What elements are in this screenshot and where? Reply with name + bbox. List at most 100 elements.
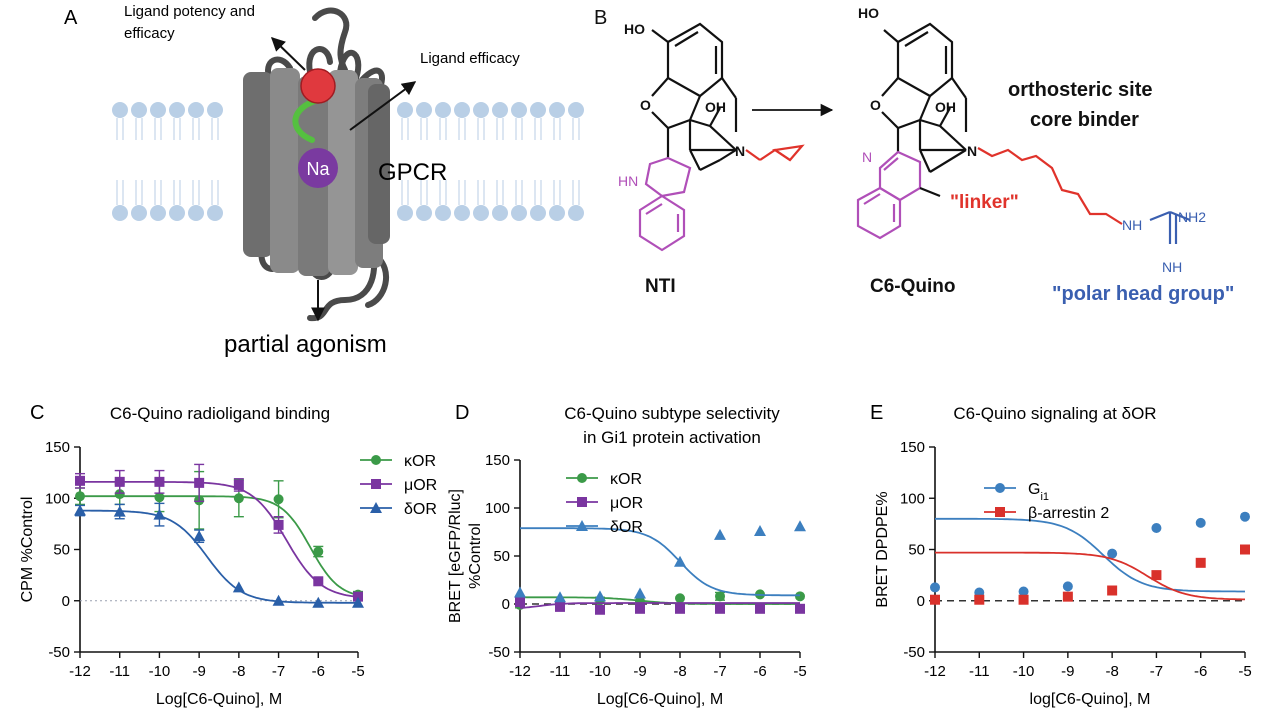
y-tick-label: 100 — [45, 490, 70, 507]
legend-marker — [576, 520, 588, 531]
potency-label-line2: efficacy — [124, 25, 175, 42]
lipid-tail — [458, 180, 466, 205]
y-tick-label: 100 — [485, 500, 510, 517]
legend-label: δOR — [404, 501, 437, 518]
data-point — [1062, 591, 1073, 602]
data-point — [312, 596, 325, 608]
lipid-tail — [439, 180, 447, 205]
data-point — [795, 603, 805, 614]
y-tick-label: 50 — [493, 548, 510, 565]
x-tick-label: -6 — [312, 663, 325, 680]
y-tick-label: 50 — [53, 542, 70, 559]
lipid-head — [188, 102, 204, 118]
nti-ho-label: HO — [624, 21, 645, 37]
data-point — [1240, 544, 1250, 555]
data-point — [514, 586, 526, 598]
data-point — [635, 603, 645, 614]
lipid-tail — [572, 180, 580, 205]
data-point — [1240, 511, 1250, 522]
c6-quino-structure — [856, 22, 1191, 244]
data-point — [313, 546, 324, 557]
x-tick-label: -7 — [272, 663, 285, 680]
lipid-head — [435, 205, 451, 221]
lipid-head — [454, 205, 470, 221]
x-tick-label: -11 — [969, 663, 990, 680]
data-point — [674, 555, 686, 567]
panel-c-letter: C — [30, 402, 44, 424]
y-tick-label: 100 — [900, 490, 925, 507]
data-point — [352, 596, 364, 608]
panel-d-letter: D — [455, 402, 469, 424]
x-tick-label: -11 — [550, 663, 571, 680]
nti-oh-label: OH — [705, 99, 726, 115]
data-point — [114, 489, 125, 500]
legend-marker — [995, 483, 1005, 493]
data-point — [1062, 581, 1073, 592]
lipid-head — [169, 205, 185, 221]
x-tick-label: -5 — [351, 663, 364, 680]
x-tick-label: -6 — [1194, 663, 1207, 680]
data-point — [555, 601, 565, 612]
y-tick-label: 50 — [908, 542, 925, 559]
y-tick-label: 150 — [45, 439, 70, 456]
x-tick-label: -8 — [673, 663, 686, 680]
efficacy-arrow — [349, 81, 417, 131]
series-1 — [930, 544, 1250, 605]
data-point — [153, 508, 166, 520]
legend-marker — [371, 455, 381, 465]
lipid-tail — [553, 180, 561, 205]
y-tick-label: 150 — [485, 452, 510, 469]
fit-curve — [935, 517, 1245, 593]
lipid-tail — [135, 118, 143, 140]
x-axis-label: Log[C6-Quino], M — [597, 691, 723, 708]
lipid-head — [169, 102, 185, 118]
lipid-head — [511, 102, 527, 118]
series-2 — [74, 502, 364, 608]
lipid-tail — [154, 180, 162, 205]
data-point — [675, 593, 685, 604]
x-tick-label: -12 — [509, 663, 531, 680]
lipid-tail — [496, 118, 504, 140]
series-0 — [930, 511, 1250, 598]
data-point — [515, 597, 525, 608]
x-tick-label: -10 — [1013, 663, 1035, 680]
x-tick-label: -9 — [1061, 663, 1074, 680]
data-point — [715, 603, 725, 614]
lipid-head — [150, 205, 166, 221]
lipid-tail — [211, 180, 219, 205]
lipid-head — [492, 102, 508, 118]
data-point — [1107, 548, 1118, 559]
x-tick-label: -11 — [109, 663, 130, 680]
x-tick-label: -7 — [713, 663, 726, 680]
sodium-label: Na — [306, 159, 330, 179]
panel-a-letter: A — [64, 7, 78, 29]
efficacy-label: Ligand efficacy — [420, 50, 520, 67]
panel-e-letter: E — [870, 402, 883, 424]
lipid-head — [207, 205, 223, 221]
c6-n-label: N — [967, 143, 977, 159]
data-point — [974, 594, 985, 605]
lipid-tail — [135, 180, 143, 205]
lipid-head — [568, 102, 584, 118]
data-point — [1151, 570, 1162, 581]
lipid-head — [568, 205, 584, 221]
sodium-ion — [298, 148, 338, 188]
x-tick-label: -12 — [924, 663, 946, 680]
nti-label: NTI — [645, 276, 676, 297]
fit-curve — [519, 602, 800, 609]
lipid-head — [131, 205, 147, 221]
lipid-tail — [192, 118, 200, 140]
legend-marker — [371, 479, 381, 489]
legend-label: Gi1 — [1028, 481, 1049, 503]
data-point — [595, 604, 605, 615]
lipid-tail — [496, 180, 504, 205]
data-point — [154, 476, 165, 487]
lipid-head — [188, 205, 204, 221]
data-point — [75, 491, 85, 502]
x-tick-label: -7 — [1150, 663, 1163, 680]
lipid-head — [530, 102, 546, 118]
legend-label: μOR — [610, 495, 643, 512]
receptor-label: GPCR — [378, 159, 447, 186]
lipid-tail — [515, 180, 523, 205]
